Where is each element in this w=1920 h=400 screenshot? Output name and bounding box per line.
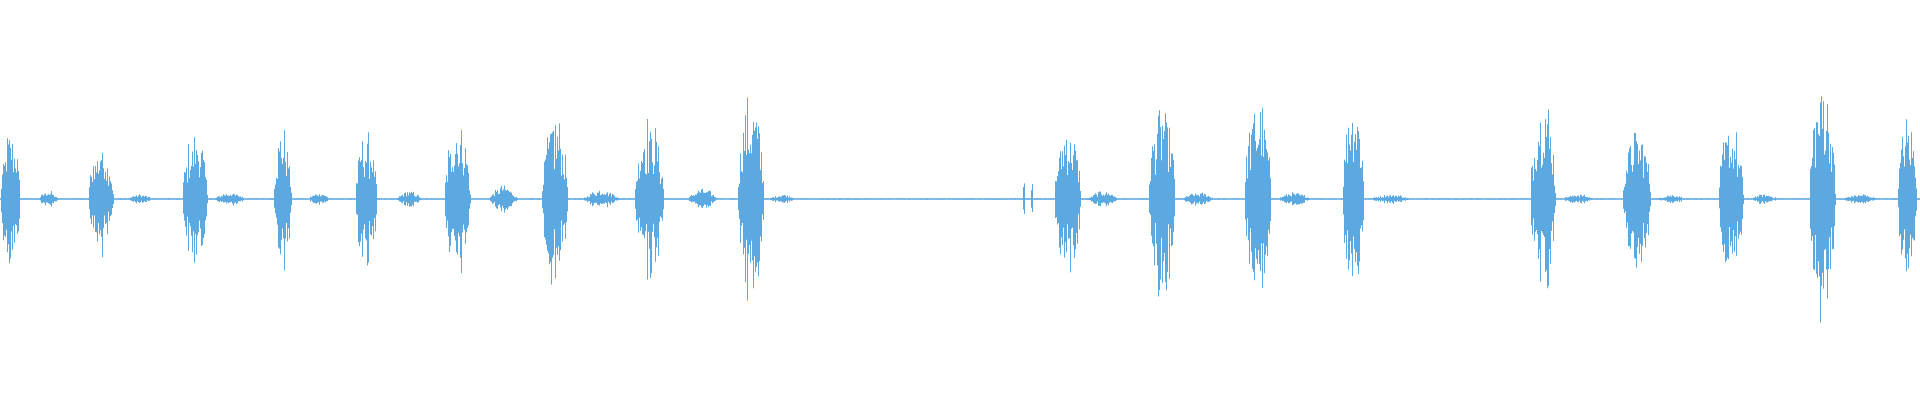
waveform-trace: [0, 96, 1920, 323]
